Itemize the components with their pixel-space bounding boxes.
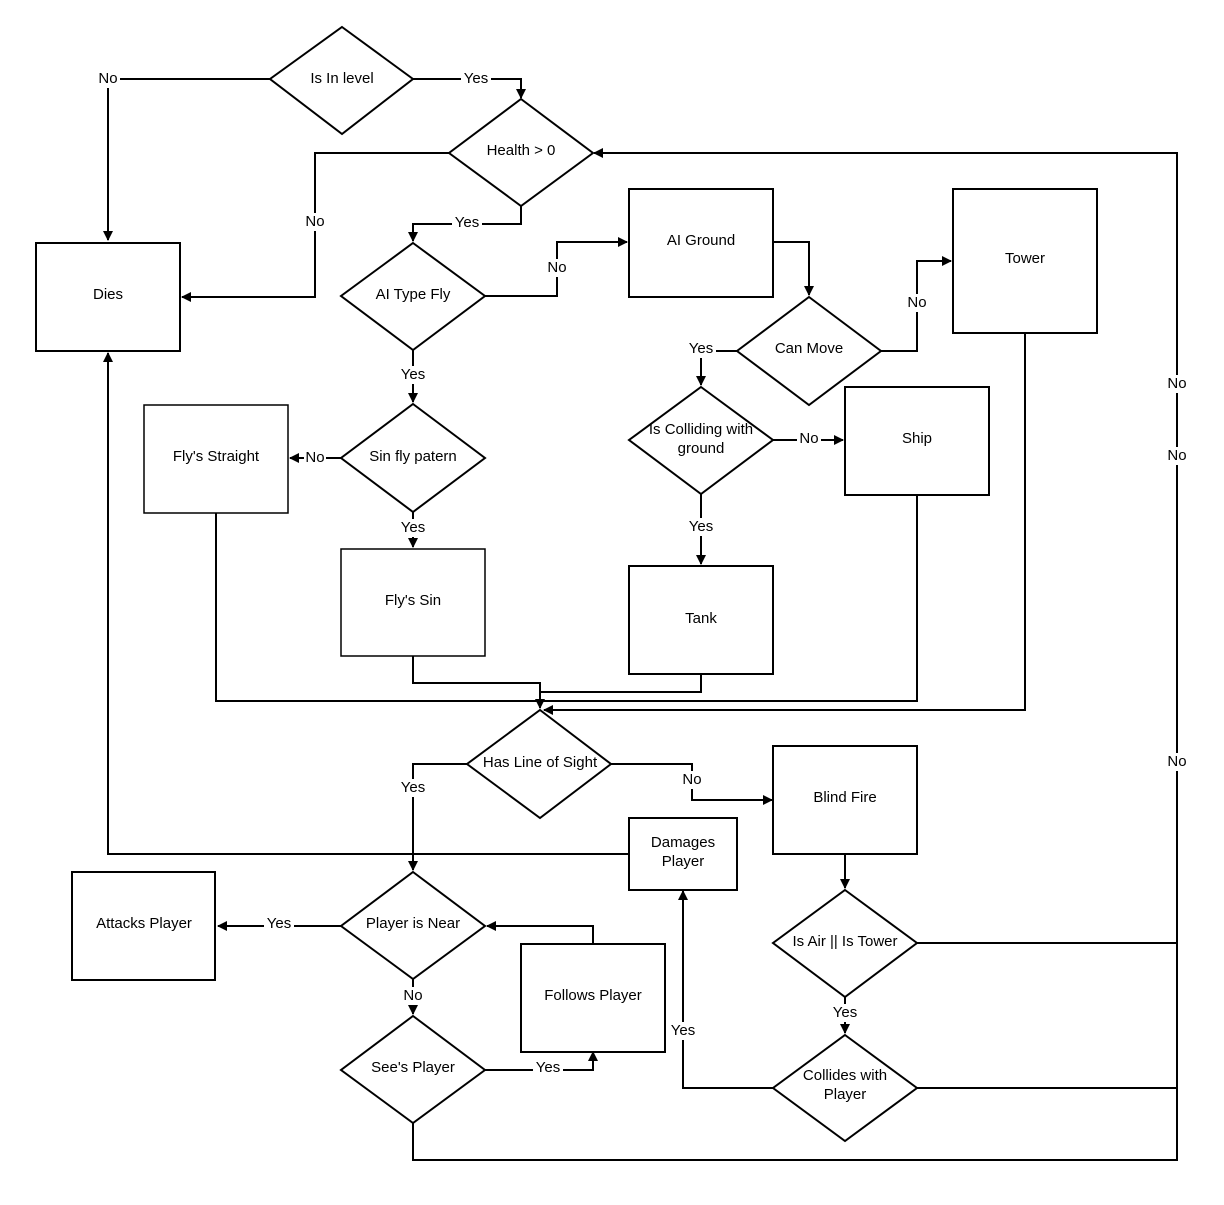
node-label: AI Ground — [667, 232, 735, 249]
edge-los-yes — [408, 763, 467, 871]
edge-ship-los — [540, 494, 918, 702]
edge-label-inlevel-yes: Yes — [464, 70, 488, 87]
edge-label-right-no-1: No — [1167, 375, 1186, 392]
node-flys-sin: Fly's Sin — [340, 548, 486, 657]
node-label: Tank — [685, 610, 717, 627]
node-label: Sin fly patern — [369, 448, 457, 465]
node-label: Ship — [902, 430, 932, 447]
node-tower: Tower — [952, 188, 1098, 334]
node-sin-fly: Sin fly patern — [339, 402, 487, 514]
edge-label-health-no: No — [305, 213, 324, 230]
edge-label-colliding-no: No — [799, 430, 818, 447]
node-is-in-level: Is In level — [268, 25, 415, 136]
node-damages-player: Damages Player — [628, 817, 738, 891]
node-tank: Tank — [628, 565, 774, 675]
node-label: AI Type Fly — [376, 286, 451, 303]
edge-label-health-yes: Yes — [455, 214, 479, 231]
edge-labels: No Yes No Yes No Yes No Yes No Yes No Ye… — [96, 70, 1189, 1077]
edge-aiground-canmove — [773, 241, 814, 296]
node-label: Fly's Straight — [173, 448, 260, 465]
edge-label-collides-yes: Yes — [671, 1022, 695, 1039]
edge-label-right-no-2: No — [1167, 447, 1186, 464]
node-label-line-1: Collides with — [803, 1067, 887, 1084]
node-player-is-near: Player is Near — [339, 870, 487, 981]
edge-straight-los — [215, 512, 538, 702]
edge-label-sin-yes: Yes — [401, 519, 425, 536]
edge-label-colliding-yes: Yes — [689, 518, 713, 535]
edge-tank-los — [540, 674, 702, 693]
node-label: Has Line of Sight — [483, 754, 598, 771]
node-ship: Ship — [844, 386, 990, 496]
edge-label-fly-yes: Yes — [401, 366, 425, 383]
node-health: Health > 0 — [447, 97, 595, 208]
edge-inlevel-no — [103, 78, 270, 241]
node-can-move: Can Move — [735, 295, 883, 407]
node-flys-straight: Fly's Straight — [143, 404, 289, 514]
node-attacks-player: Attacks Player — [71, 871, 216, 981]
node-ai-ground: AI Ground — [628, 188, 774, 298]
node-label: Player is Near — [366, 915, 460, 932]
edge-label-right-no-3: No — [1167, 753, 1186, 770]
edge-damages-dies — [103, 352, 629, 855]
edge-label-sin-no: No — [305, 449, 324, 466]
node-label-line-2: Player — [662, 853, 705, 870]
edge-sin-los — [412, 656, 545, 709]
node-label-line-1: Damages — [651, 834, 715, 851]
edge-label-los-yes: Yes — [401, 779, 425, 796]
edge-right-return — [412, 148, 1178, 1161]
edge-collides-yes — [678, 890, 773, 1089]
edge-label-canmove-no: No — [907, 294, 926, 311]
node-blind-fire: Blind Fire — [772, 745, 918, 855]
edge-inlevel-yes — [413, 78, 526, 99]
edge-label-inlevel-no: No — [98, 70, 117, 87]
node-label: Is In level — [310, 70, 373, 87]
edge-label-fly-no: No — [547, 259, 566, 276]
edge-follows-near — [486, 921, 594, 943]
edge-sees-yes — [485, 1051, 598, 1071]
edge-label-airtower-yes: Yes — [833, 1004, 857, 1021]
node-label: Blind Fire — [813, 789, 876, 806]
node-label: Fly's Sin — [385, 592, 441, 609]
node-sees-player: See's Player — [339, 1014, 487, 1125]
edge-label-canmove-yes: Yes — [689, 340, 713, 357]
node-label: Tower — [1005, 250, 1045, 267]
node-ai-type-fly: AI Type Fly — [339, 241, 487, 352]
edge-label-sees-yes: Yes — [536, 1059, 560, 1076]
node-is-air-or-tower: Is Air || Is Tower — [771, 888, 919, 999]
node-label-line-2: Player — [824, 1086, 867, 1103]
node-collides-with-player: Collides with Player — [771, 1033, 919, 1143]
node-label: Dies — [93, 286, 123, 303]
node-label: Health > 0 — [487, 142, 556, 159]
node-label-line-1: Is Colliding with — [649, 421, 753, 438]
edge-label-near-yes: Yes — [267, 915, 291, 932]
node-dies: Dies — [35, 242, 181, 352]
node-is-colliding: Is Colliding with ground — [627, 385, 775, 496]
node-label: See's Player — [371, 1059, 455, 1076]
node-label: Follows Player — [544, 987, 642, 1004]
node-has-line-of-sight: Has Line of Sight — [465, 708, 613, 820]
edge-tower-los — [543, 333, 1026, 715]
edge-label-los-no: No — [682, 771, 701, 788]
node-follows-player: Follows Player — [520, 943, 666, 1053]
node-label: Is Air || Is Tower — [792, 933, 897, 950]
node-label: Attacks Player — [96, 915, 192, 932]
node-label-line-2: ground — [678, 440, 725, 457]
node-label: Can Move — [775, 340, 843, 357]
edge-label-near-no: No — [403, 987, 422, 1004]
